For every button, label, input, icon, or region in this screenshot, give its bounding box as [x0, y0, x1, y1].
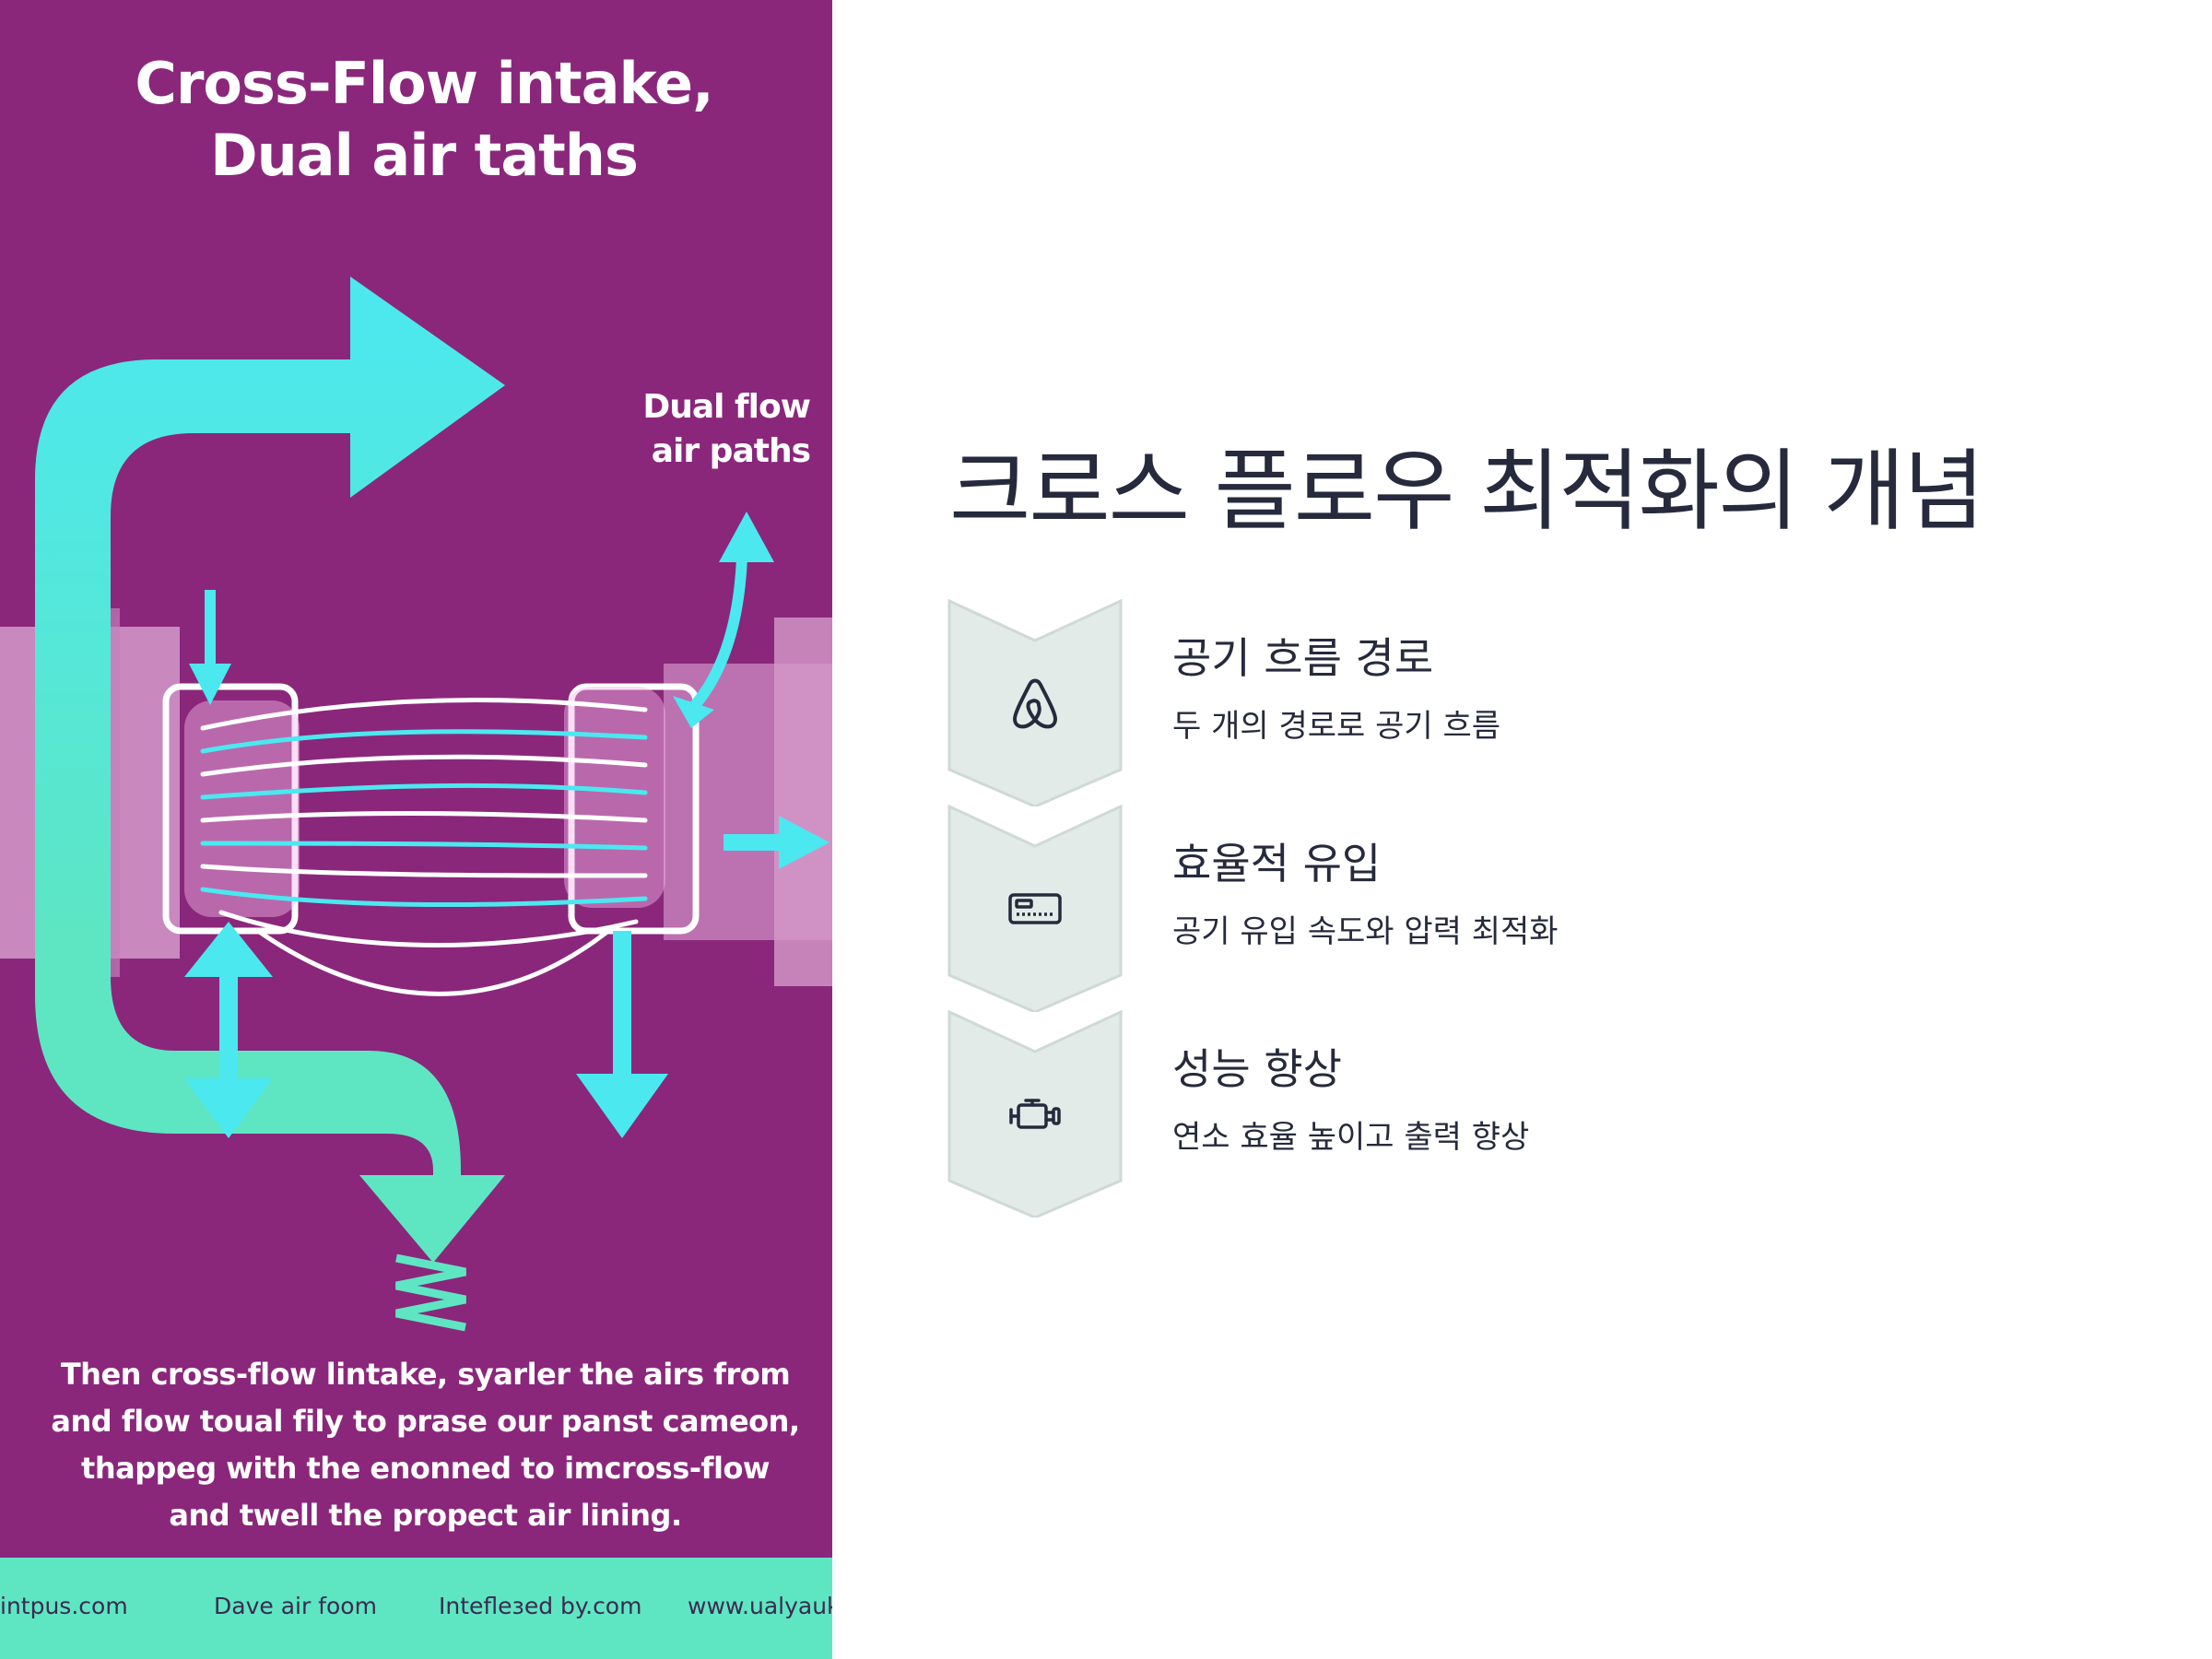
- right-core-glow: [564, 687, 665, 908]
- poster-body-line: and flow toual fily to prase our panst c…: [51, 1404, 800, 1439]
- right-duct-collar: [774, 618, 832, 986]
- engine-icon: [1009, 1099, 1061, 1129]
- poster-body-line: thappeg with the enonned to imcross-flow: [81, 1451, 770, 1486]
- footer-link: Dave air foom: [214, 1593, 377, 1619]
- step-chevron: [947, 805, 1123, 1012]
- step-description: 두 개의 경로로 공기 흐름: [1172, 708, 1501, 745]
- airflow-diagram: [0, 276, 832, 1332]
- footer-link: www.ualyauk: [688, 1593, 832, 1619]
- step-title: 효율적 유입: [1172, 839, 1382, 888]
- step-chevron: [947, 1010, 1123, 1218]
- step-chevron: [947, 599, 1123, 806]
- slide-title: 크로스 플로우 최적화의 개념: [949, 440, 1984, 543]
- poster-title-line2: Dual air taths: [210, 122, 639, 189]
- poster-footer-bar: [0, 1558, 832, 1659]
- step-description: 공기 유입 속도와 압력 최적화: [1172, 913, 1559, 950]
- bottom-curved-arrow: [35, 922, 505, 1263]
- footer-link: Intefleзed by.com: [439, 1593, 642, 1619]
- dual-flow-label-line1: Dual flow: [642, 388, 811, 426]
- poster-body-line: and twell the propect air lining.: [169, 1498, 682, 1533]
- dual-flow-label-line2: air paths: [651, 432, 811, 470]
- right-core-frame: [568, 683, 700, 935]
- poster-image: Cross-Flow intake, Dual air taths Dual f…: [0, 0, 832, 1659]
- spring: [395, 1253, 466, 1332]
- small-arrows: [184, 512, 830, 1138]
- poster-body-text: Then cross-flow lintake, syarler the air…: [37, 1351, 814, 1539]
- top-curved-arrow: [35, 276, 505, 977]
- airflow-icon: [1013, 678, 1057, 729]
- step-title: 공기 흐름 경로: [1172, 633, 1434, 683]
- poster-title: Cross-Flow intake, Dual air taths: [0, 48, 832, 192]
- left-core-glow: [184, 700, 300, 917]
- step-description: 연소 효율 높이고 출력 향상: [1172, 1119, 1530, 1156]
- flow-lines: [200, 698, 648, 996]
- poster-title-line1: Cross-Flow intake,: [135, 50, 713, 117]
- intake-panel-icon: [1008, 893, 1062, 924]
- dual-flow-label: Dual flow air paths: [571, 385, 811, 474]
- poster-body-line: Then cross-flow lintake, syarler the air…: [60, 1357, 791, 1392]
- footer-link: intpus.com: [0, 1593, 128, 1619]
- step-title: 성능 향상: [1172, 1044, 1342, 1094]
